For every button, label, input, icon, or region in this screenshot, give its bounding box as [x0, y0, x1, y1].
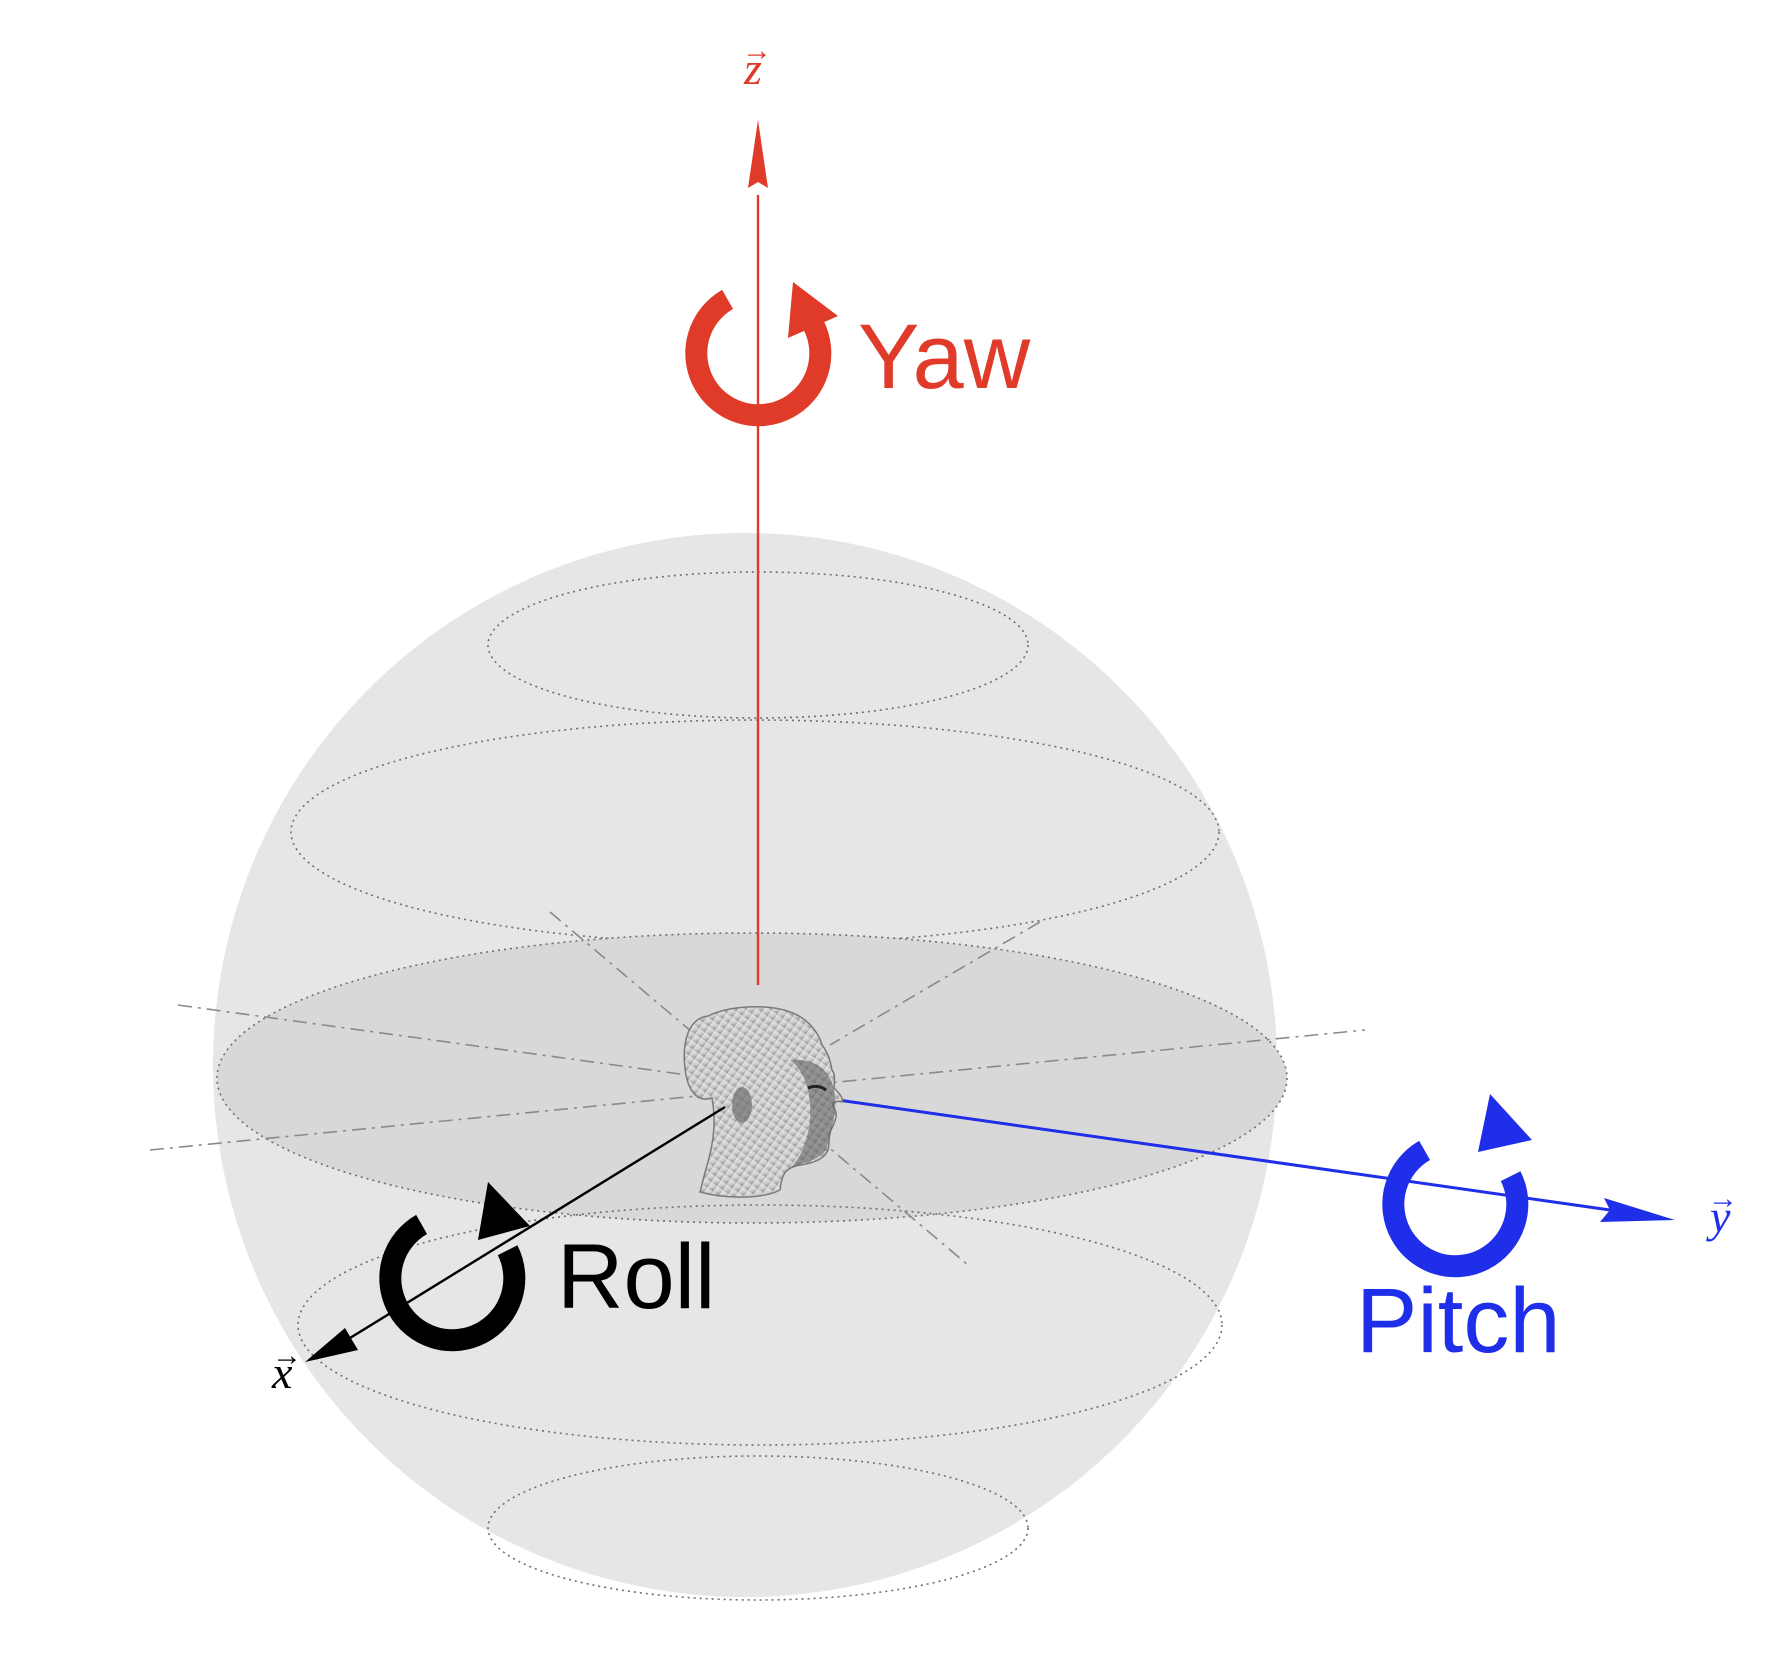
- guide-line-a: [177, 1004, 761, 1086]
- circular-arrow-icon: [379, 1214, 526, 1352]
- ear: [732, 1087, 752, 1123]
- y-axis: [837, 1098, 1675, 1222]
- circular-arrow-head: [478, 1182, 530, 1240]
- face-shading: [790, 1059, 836, 1168]
- yaw-rotation-icon: [685, 282, 838, 427]
- pitch-rotation-icon: [1382, 1094, 1532, 1278]
- z-axis-label: → z: [742, 34, 772, 94]
- head-model-icon: [683, 1006, 844, 1198]
- y-axis-label: → y: [1706, 1182, 1738, 1242]
- y-vector-arrow: →: [1708, 1182, 1738, 1215]
- circular-arrow-icon: [1382, 1140, 1529, 1278]
- x-vector-arrow: →: [272, 1339, 302, 1372]
- circular-arrow-icon: [685, 289, 832, 427]
- y-axis-arrowhead: [1600, 1198, 1675, 1222]
- roll-label: Roll: [557, 1226, 715, 1328]
- roll-rotation-icon: [379, 1182, 530, 1352]
- x-axis-line: [349, 1105, 726, 1340]
- x-variable: x: [271, 1347, 293, 1398]
- latitude-ring-lower: [297, 1204, 1223, 1446]
- circular-arrow-head: [788, 282, 838, 338]
- z-vector-arrow: →: [742, 34, 772, 67]
- z-variable: z: [743, 43, 762, 94]
- z-axis-arrowhead: [748, 120, 768, 188]
- z-axis: [748, 120, 768, 985]
- latitude-ring-bottom: [487, 1455, 1029, 1601]
- x-axis: [305, 1105, 726, 1362]
- x-axis-label: → x: [271, 1339, 302, 1398]
- latitude-ring-top: [487, 571, 1029, 719]
- yaw-label: Yaw: [858, 306, 1031, 408]
- y-axis-line: [837, 1098, 1611, 1212]
- y-variable: y: [1706, 1191, 1731, 1242]
- latitude-ring-upper: [290, 719, 1220, 945]
- pitch-label: Pitch: [1356, 1270, 1561, 1372]
- circular-arrow-head: [1478, 1094, 1532, 1152]
- x-axis-arrowhead: [305, 1328, 358, 1362]
- guide-line-d: [829, 921, 1041, 1046]
- eye: [807, 1084, 827, 1092]
